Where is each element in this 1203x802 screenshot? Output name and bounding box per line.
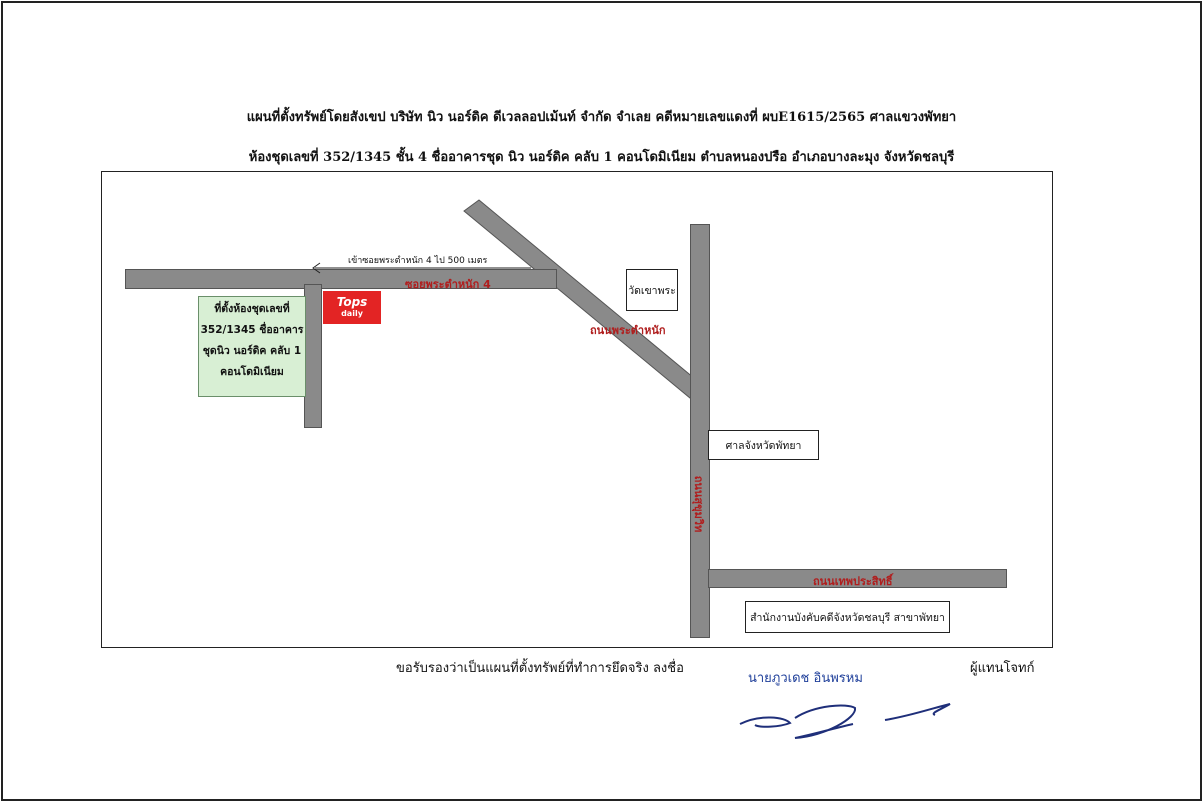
signer-name: นายภูวเดช อินพรหม	[748, 671, 863, 686]
property-line-1: ที่ตั้งห้องชุดเลขที่	[214, 303, 290, 315]
label-thep-prasit-road: ถนนเทพประสิทธิ์	[813, 575, 893, 588]
map-frame: เข้าซอยพระตำหนัก 4 ไป 500 เมตร ซอยพระตำห…	[101, 171, 1053, 648]
certification-text: ขอรับรองว่าเป็นแผนที่ตั้งทรัพย์ที่ทำการย…	[396, 661, 684, 676]
direction-note: เข้าซอยพระตำหนัก 4 ไป 500 เมตร	[348, 256, 488, 266]
road-soi-phra-tamnak-4	[125, 269, 557, 289]
signature-icon	[739, 703, 951, 739]
direction-arrow-icon	[312, 262, 531, 274]
road-sukhumvit	[690, 224, 710, 638]
label-phra-tamnak-road: ถนนพระตำหนัก	[590, 324, 666, 337]
landmark-pattaya-court: ศาลจังหวัดพัทยา	[708, 430, 819, 460]
property-location-box: ที่ตั้งห้องชุดเลขที่ 352/1345 ชื่ออาคาร …	[198, 296, 306, 397]
landmark-wat-khao-phra: วัดเขาพระ	[626, 269, 678, 311]
landmark-legal-execution-office: สำนักงานบังคับคดีจังหวัดชลบุรี สาขาพัทยา	[745, 601, 950, 633]
label-sukhumvit-road: ถนนสุขุมวิท	[692, 475, 705, 533]
plaintiff-representative-label: ผู้แทนโจทก์	[970, 661, 1035, 676]
document-title-line-1: แผนที่ตั้งทรัพย์โดยสังเขป บริษัท นิว นอร…	[246, 110, 957, 125]
property-line-4: คอนโดมิเนียม	[220, 366, 284, 378]
property-line-2: 352/1345 ชื่ออาคาร	[200, 324, 304, 336]
tops-logo-text: Tops	[336, 295, 368, 309]
tops-logo-subtext: daily	[341, 309, 363, 318]
document-title-line-2: ห้องชุดเลขที่ 352/1345 ชั้น 4 ชื่ออาคารช…	[248, 150, 955, 165]
road-thep-prasit	[708, 569, 1007, 588]
road-side-spur	[304, 284, 322, 428]
tops-daily-logo: Tops daily	[323, 291, 381, 324]
label-soi-phra-tamnak-4: ซอยพระตำหนัก 4	[405, 278, 491, 291]
property-line-3: ชุดนิว นอร์ดิค คลับ 1	[202, 345, 302, 357]
